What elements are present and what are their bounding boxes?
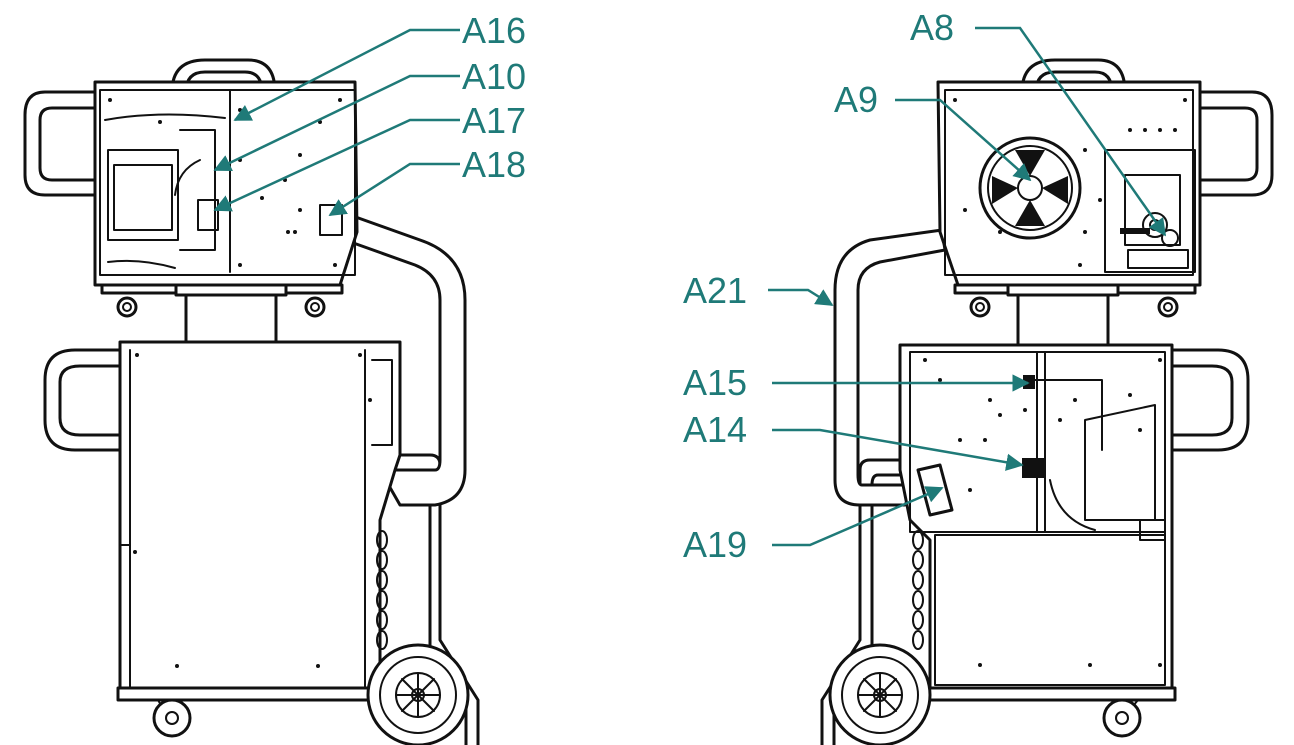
- callout-label-a21: A21: [683, 270, 747, 311]
- right-power-source: [828, 343, 1250, 745]
- callout-label-a14: A14: [683, 409, 747, 450]
- left-machine-view: A16 A10 A17 A18: [23, 10, 526, 745]
- callout-label-a10: A10: [462, 56, 526, 97]
- right-wire-feeder: [936, 58, 1274, 318]
- callout-label-a17: A17: [462, 100, 526, 141]
- callout-label-a15: A15: [683, 362, 747, 403]
- callout-label-a8: A8: [910, 7, 954, 48]
- callout-a9: A9: [834, 79, 1032, 182]
- callout-a15: A15: [683, 362, 1030, 403]
- callout-label-a18: A18: [462, 144, 526, 185]
- callout-label-a16: A16: [462, 10, 526, 51]
- callout-a10: A10: [213, 56, 526, 172]
- callout-a16: A16: [233, 10, 526, 122]
- left-wire-feeder: [23, 58, 359, 318]
- left-power-source: [43, 340, 470, 745]
- callout-a17: A17: [213, 100, 526, 212]
- callout-a21: A21: [683, 270, 834, 311]
- callout-label-a9: A9: [834, 79, 878, 120]
- callout-a8: A8: [910, 7, 1167, 237]
- callout-label-a19: A19: [683, 524, 747, 565]
- right-machine-view: A8 A9 A21 A15 A14 A19: [683, 7, 1274, 745]
- callout-a19: A19: [683, 486, 944, 565]
- callout-a18: A18: [328, 144, 526, 217]
- callout-a14: A14: [683, 409, 1024, 471]
